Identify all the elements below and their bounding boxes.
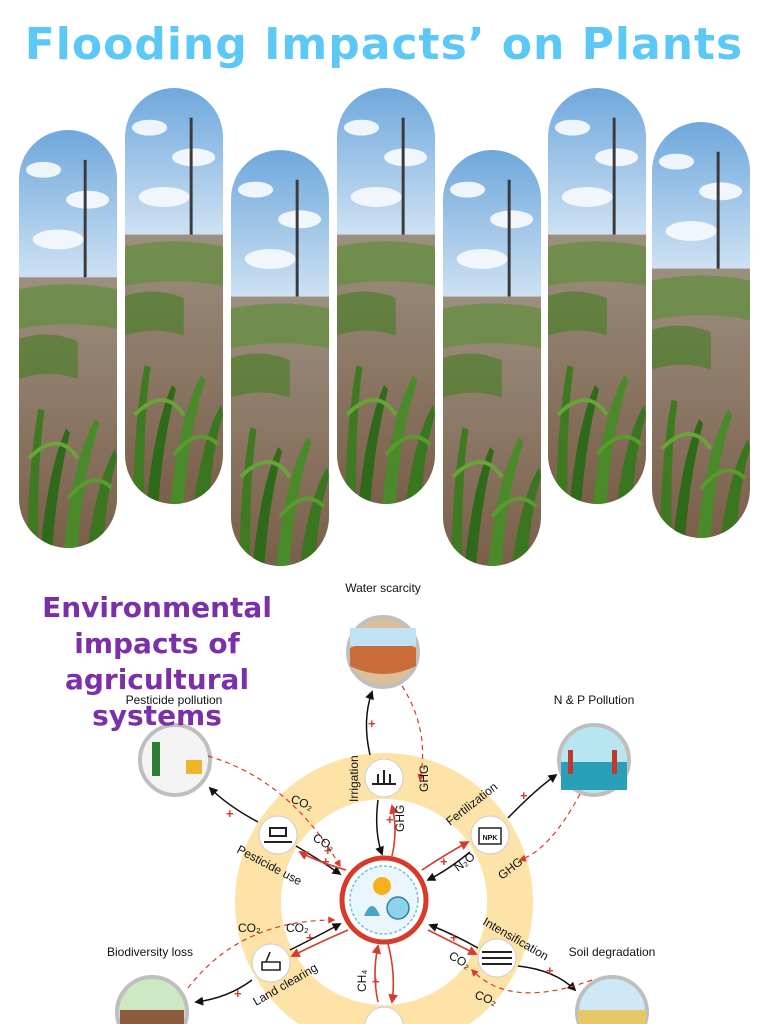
ch4-label: CH₄	[355, 970, 369, 992]
flood-photo-2	[125, 88, 223, 504]
flooded-field-photo-strip	[19, 88, 750, 566]
flood-photo-4	[337, 88, 435, 504]
flood-photo-7	[652, 122, 750, 538]
plus-sign: +	[226, 806, 234, 821]
flood-photo-3	[231, 150, 329, 566]
co2-label-land-clearing-left: CO₂	[238, 921, 261, 935]
irrigation-practice-icon	[364, 758, 404, 798]
ghg-label-irrigation: GHG	[417, 765, 431, 792]
fertilization-practice-icon	[470, 815, 510, 855]
flood-photo-6	[548, 88, 646, 504]
plus-sign: +	[520, 788, 528, 803]
irrigation-label: Irrigation	[347, 755, 361, 802]
plus-sign: +	[386, 812, 394, 827]
land-clearing-practice-icon	[251, 943, 291, 983]
soil-degradation-label: Soil degradation	[569, 945, 656, 959]
bottom-practice-icon	[364, 1006, 404, 1024]
plus-sign: +	[546, 963, 554, 978]
flood-photo-1	[19, 130, 117, 548]
flood-photo-5	[443, 150, 541, 566]
agri-impacts-diagram: Water scarcity N & P Pollution Pesticide…	[0, 570, 768, 1024]
co2-label-land-clearing: CO₂	[286, 921, 309, 935]
center-climate-icon	[339, 855, 429, 945]
plus-sign: +	[234, 986, 242, 1001]
ghg-label-center: GHG	[393, 805, 407, 832]
plus-sign: +	[306, 930, 314, 945]
plus-sign: +	[322, 854, 330, 869]
soil-degradation-icon	[575, 975, 649, 1024]
intensification-practice-icon	[477, 938, 517, 978]
np-pollution-icon	[557, 723, 631, 797]
biodiversity-loss-icon	[115, 975, 189, 1024]
plus-sign: +	[372, 974, 380, 989]
np-pollution-label: N & P Pollution	[554, 693, 635, 707]
plus-sign: +	[368, 716, 376, 731]
plus-sign: +	[440, 854, 448, 869]
pesticide-use-practice-icon	[258, 815, 298, 855]
npk-label: NPK	[483, 835, 498, 842]
water-scarcity-label: Water scarcity	[345, 581, 421, 595]
pesticide-pollution-label: Pesticide pollution	[126, 693, 223, 707]
section-subtitle: Environmental impacts of agricultural sy…	[42, 591, 272, 732]
plus-sign: +	[324, 843, 332, 858]
page-title: Flooding Impacts’ on Plants	[24, 19, 744, 70]
pesticide-pollution-icon	[138, 723, 212, 797]
water-scarcity-icon	[346, 615, 420, 689]
biodiversity-loss-label: Biodiversity loss	[107, 945, 193, 959]
plus-sign: +	[450, 930, 458, 945]
